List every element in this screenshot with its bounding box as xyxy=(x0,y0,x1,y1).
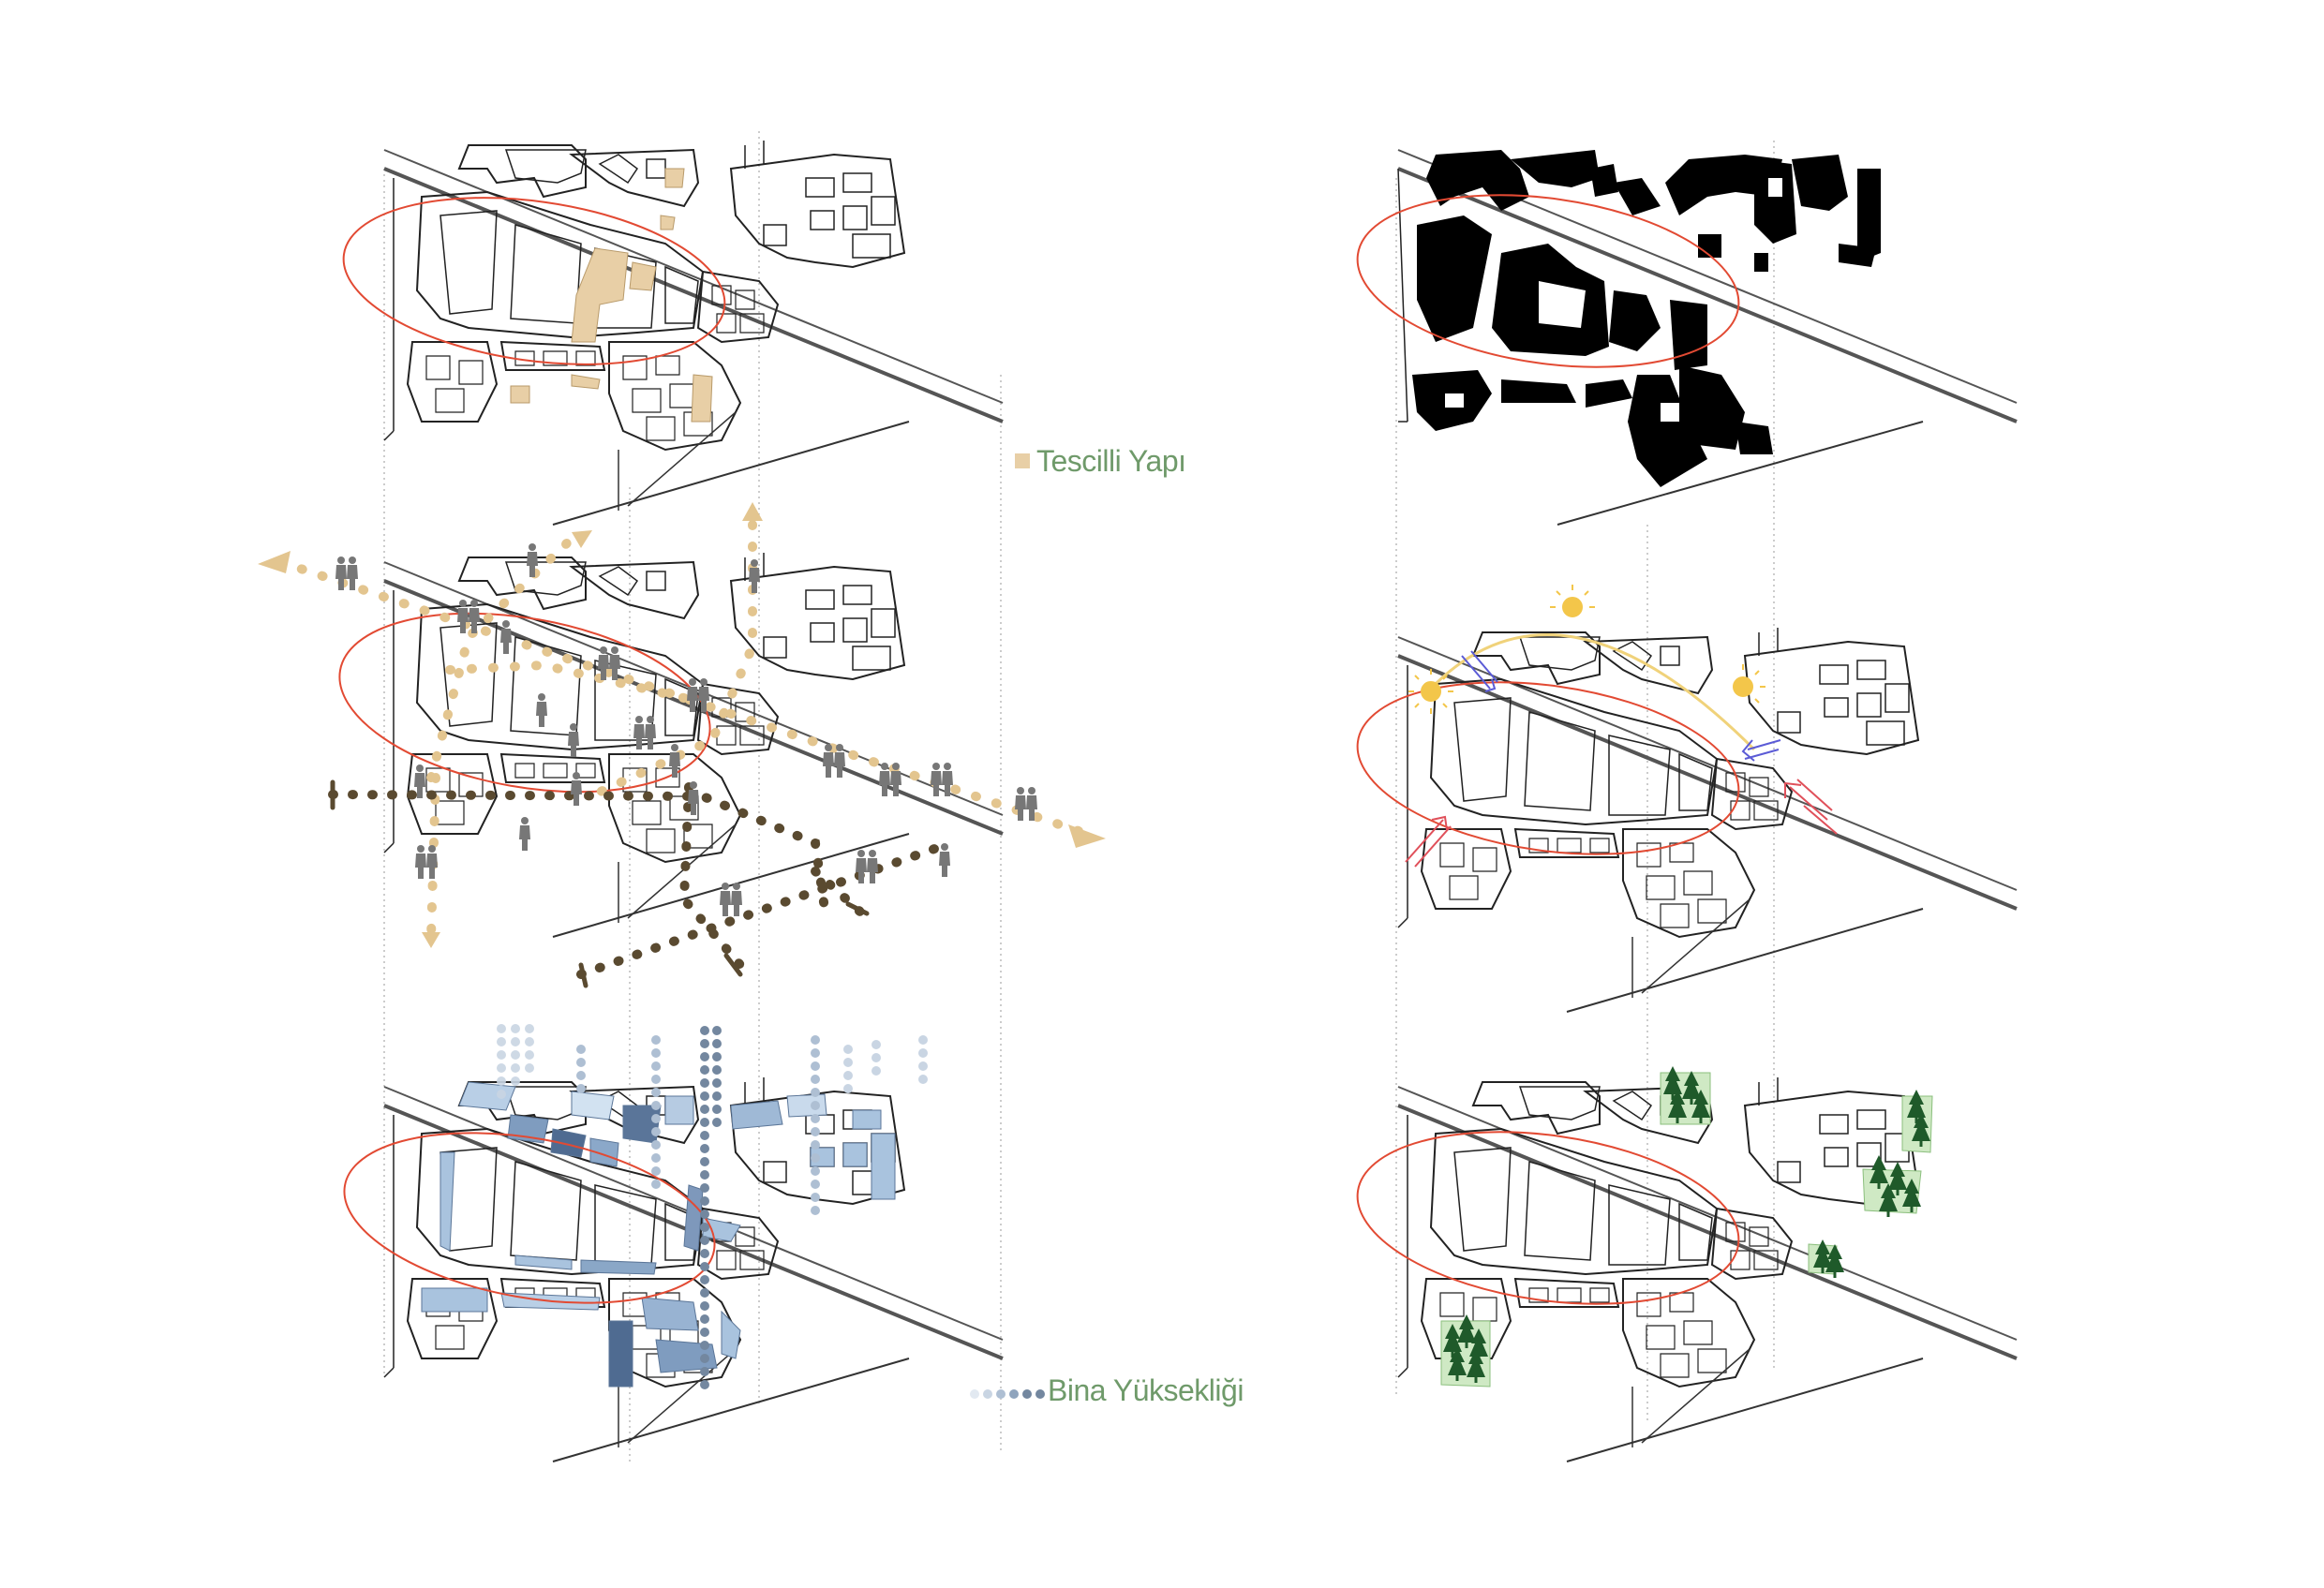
square-legend-icon xyxy=(1015,453,1030,468)
panel-circulation xyxy=(338,551,1005,939)
height-legend-dots xyxy=(970,1389,1045,1399)
sun-path-arc xyxy=(1424,633,1756,751)
focus-ellipse xyxy=(1356,194,1740,368)
panel-green-areas xyxy=(1356,1076,2019,1463)
height-building-fill xyxy=(421,1081,896,1388)
left-guide-lines xyxy=(383,131,1002,1462)
wind-arrow-icon xyxy=(1405,650,1838,868)
building-height-legend-label: Bina Yüksekliği xyxy=(1048,1373,1244,1407)
registered-building-legend-label: Tescilli Yapı xyxy=(1036,444,1186,478)
arrow-icon xyxy=(258,502,1106,948)
panel-figure-ground xyxy=(1356,149,2018,526)
panel-registered-buildings xyxy=(342,139,1005,527)
dot-column-icon xyxy=(497,1024,928,1389)
focus-ellipse xyxy=(343,1132,716,1304)
vehicle-routes xyxy=(328,782,942,979)
focus-ellipse xyxy=(1356,681,1740,855)
panel-climate xyxy=(1356,626,2019,1014)
focus-ellipse xyxy=(342,197,726,365)
panel-building-height xyxy=(343,1076,1005,1463)
focus-ellipse xyxy=(338,612,711,794)
registered-building-fill xyxy=(510,168,713,423)
sun-icon xyxy=(1408,585,1765,714)
focus-ellipse xyxy=(1356,1131,1740,1305)
right-guide-lines xyxy=(1395,141,1775,1424)
vehicle-route-ends xyxy=(330,779,870,988)
